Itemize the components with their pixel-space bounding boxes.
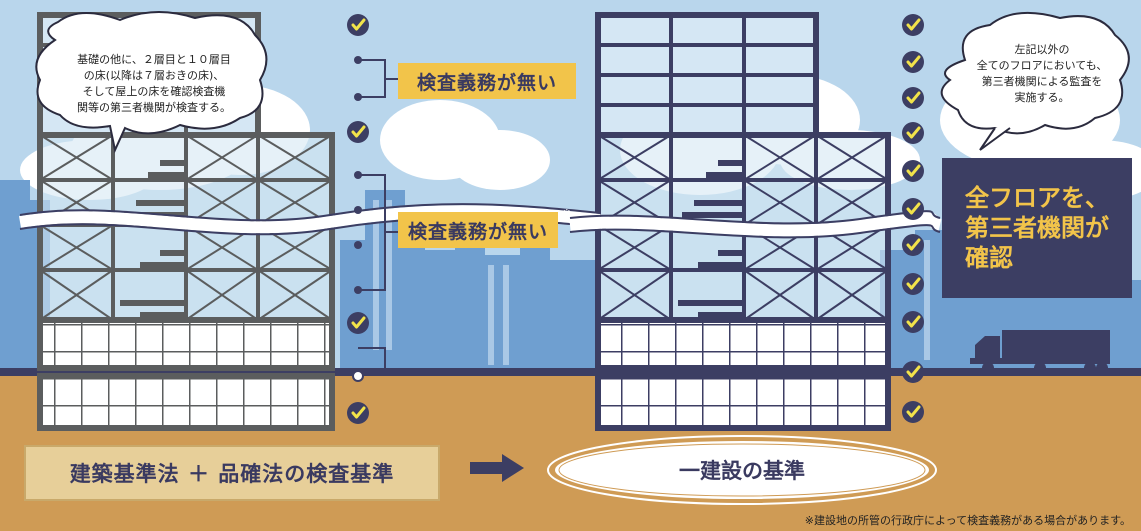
right-bubble-line: 実施する。	[1014, 91, 1070, 104]
left-bubble-line: 関等の第三者機関が検査する。	[77, 101, 231, 114]
company-standard-label: 一建設の基準	[560, 452, 924, 488]
ground-line	[0, 368, 1141, 376]
right-break-band	[569, 212, 942, 237]
floor-dots	[354, 56, 362, 294]
company-standard-text: 一建設の基準	[679, 459, 805, 483]
no-inspection-tag-middle: 検査義務が無い ※	[398, 208, 571, 248]
left-bubble-line: の床(以降は７層おきの床)、	[83, 69, 225, 82]
all-floors-line: 第三者機関が	[965, 214, 1109, 242]
right-bubble-text: 左記以外の 全てのフロアにおいても、 第三者機関による監査を 実施する。	[962, 42, 1122, 106]
left-bubble-line: そして屋上の床を確認検査機	[82, 85, 226, 98]
all-floors-line: 全フロアを、	[965, 184, 1109, 212]
right-bubble-line: 全てのフロアにおいても、	[976, 59, 1108, 72]
left-bubble-line: 基礎の他に、２層目と１０層目	[77, 53, 231, 66]
ground-dot	[352, 370, 364, 382]
all-floors-line: 確認	[965, 244, 1013, 272]
no-inspection-text: 検査義務が無い	[416, 71, 557, 94]
right-bubble-line: 第三者機関による監査を	[981, 75, 1103, 88]
legal-standard-text: 建築基準法 ＋ 品確法の検査基準	[69, 462, 395, 486]
footnote: ※建設地の所管の行政庁によって検査義務がある場合があります。	[804, 514, 1131, 527]
standard-oval	[547, 435, 937, 505]
truck-icon	[970, 330, 1110, 374]
all-floors-box: 全フロアを、 第三者機関が 確認	[942, 158, 1132, 298]
no-inspection-text: 検査義務が無い	[407, 220, 548, 243]
right-bubble-line: 左記以外の	[1014, 43, 1070, 56]
arrow-right-icon	[470, 454, 524, 482]
left-bubble-text: 基礎の他に、２層目と１０層目 の床(以降は７層おきの床)、 そして屋上の床を確認…	[54, 52, 254, 116]
left-speech-bubble	[35, 10, 268, 154]
legal-standard-box: 建築基準法 ＋ 品確法の検査基準	[24, 445, 440, 501]
skyline-windows	[373, 200, 930, 365]
inspection-brackets	[358, 59, 398, 376]
footnote-mark: ※	[562, 208, 572, 219]
no-inspection-tag-upper: 検査義務が無い	[398, 63, 576, 99]
right-speech-bubble	[940, 11, 1130, 151]
